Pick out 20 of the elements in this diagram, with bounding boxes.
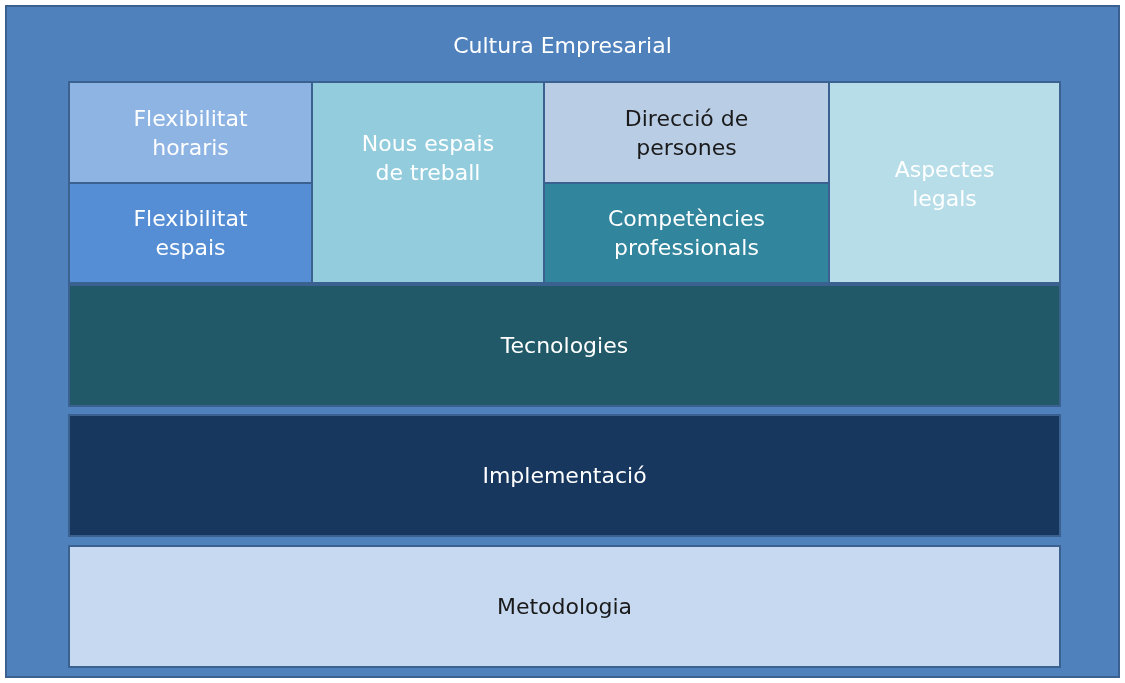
- block-label: Nous espais de treball: [360, 130, 496, 187]
- block-label: Direcció de persones: [623, 104, 750, 162]
- block-box: [543, 81, 830, 184]
- block-label: Competències professionals: [606, 205, 767, 262]
- title-text: Cultura Empresarial: [453, 32, 672, 60]
- block-box: [311, 81, 545, 284]
- outer-panel: [5, 5, 1120, 678]
- block-box: [68, 182, 313, 284]
- block-box: [543, 182, 830, 284]
- block-box: [828, 81, 1061, 284]
- block-label: Implementació: [482, 462, 647, 490]
- block-label: Flexibilitat horaris: [132, 104, 249, 162]
- block-label: Metodologia: [496, 593, 633, 621]
- block-label: Aspectes legals: [893, 156, 996, 213]
- block-box: [68, 414, 1061, 537]
- block-box: [68, 81, 313, 184]
- block-box: [68, 284, 1061, 407]
- block-label: Flexibilitat espais: [132, 205, 249, 262]
- block-box: [68, 545, 1061, 668]
- block-label: Tecnologies: [500, 332, 629, 360]
